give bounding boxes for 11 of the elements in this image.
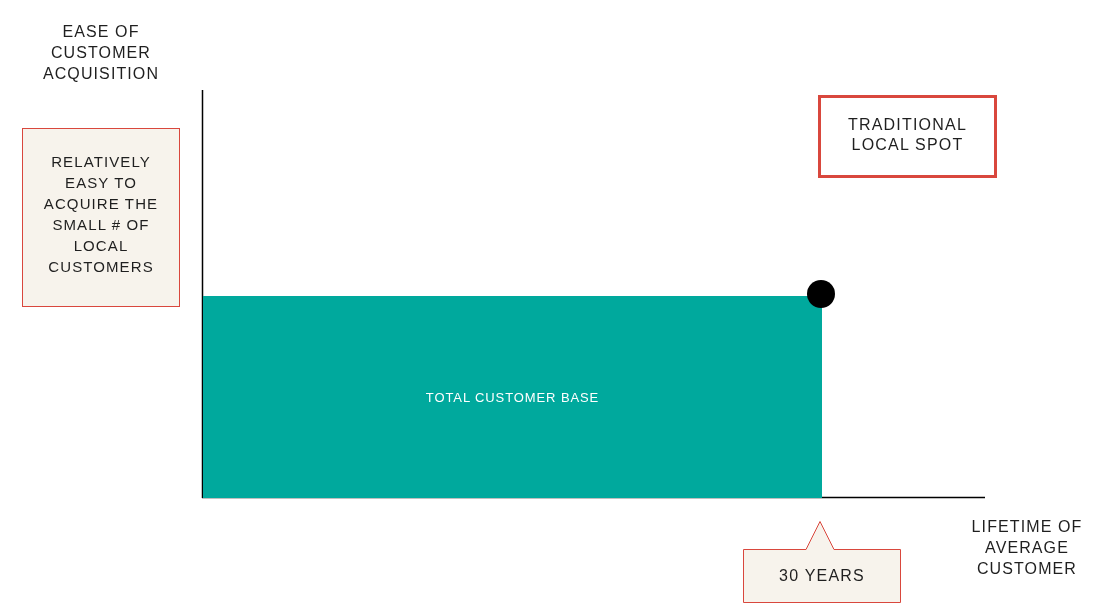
callout-text: RELATIVELY EASY TO ACQUIRE THE SMALL # OF LOCAL CUSTOMERS <box>42 151 160 277</box>
box-label: TRADITIONAL LOCAL SPOT <box>847 114 968 155</box>
callout-box <box>743 521 901 603</box>
label-box <box>818 95 997 178</box>
bar <box>203 296 822 498</box>
point-marker-icon <box>807 280 835 308</box>
callout-text: 30 YEARS <box>779 567 865 585</box>
callout-box <box>22 128 180 307</box>
bar-label: TOTAL CUSTOMER BASE <box>425 389 600 405</box>
axis-title: EASE OF CUSTOMER ACQUISITION <box>41 22 161 84</box>
axis-title: LIFETIME OF AVERAGE CUSTOMER <box>970 517 1084 579</box>
